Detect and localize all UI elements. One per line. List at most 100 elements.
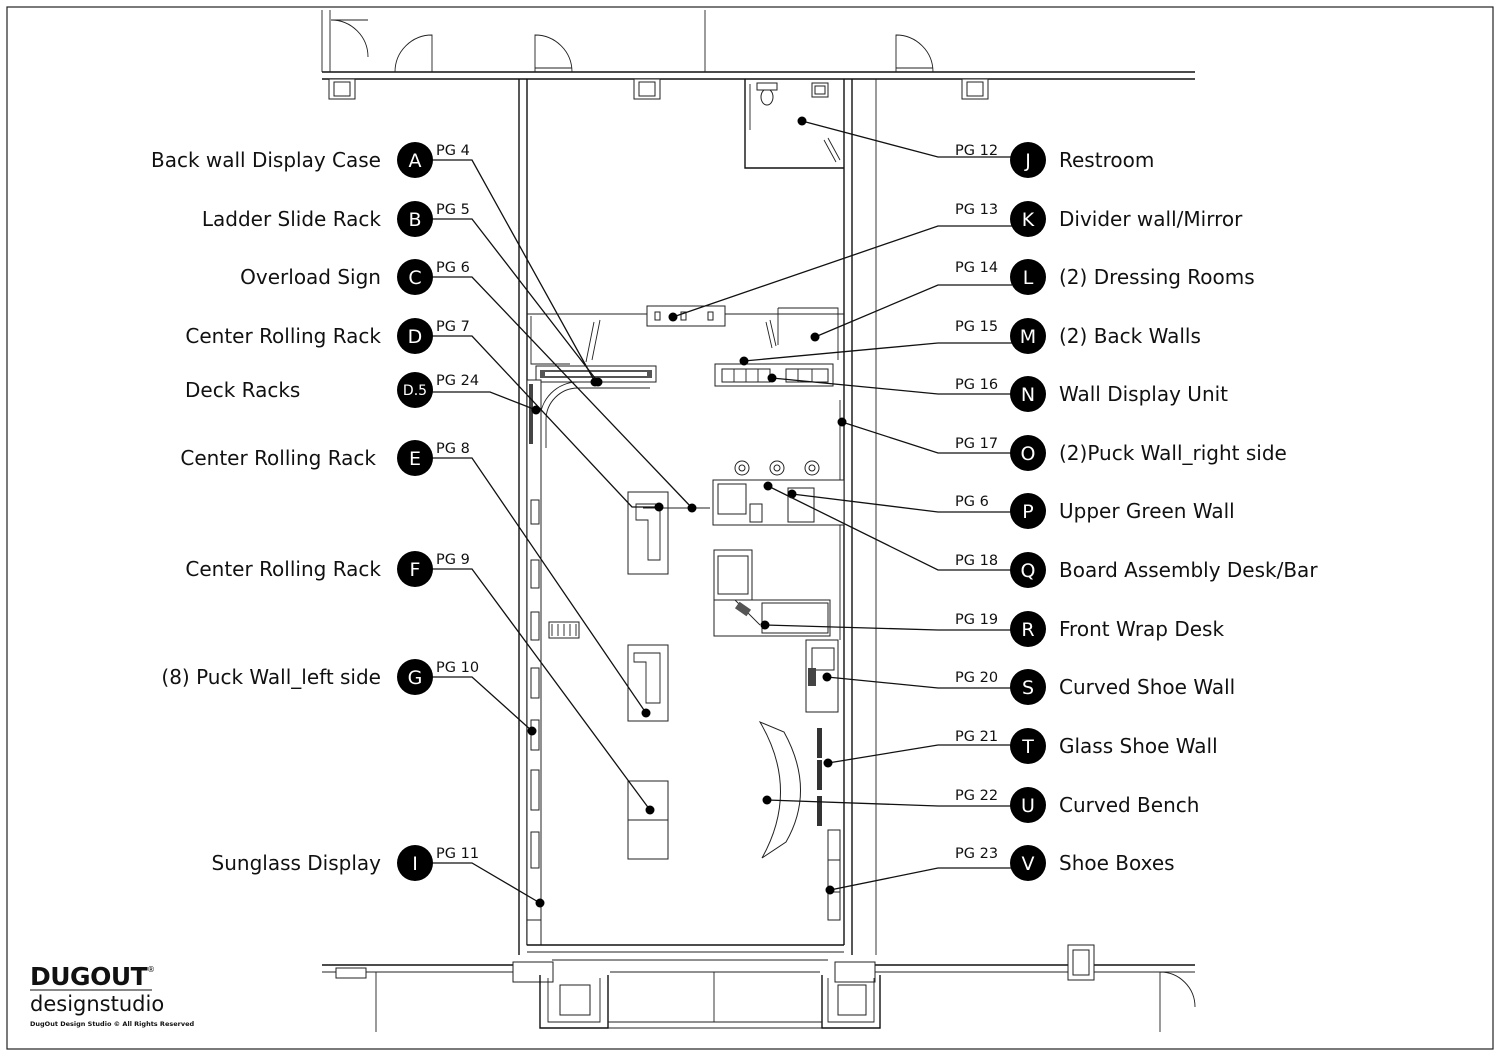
callout-a: A PG 4 Back wall Display Case <box>151 142 470 178</box>
callout-label: Back wall Display Case <box>151 148 381 172</box>
callout-page-ref: PG 12 <box>955 143 998 159</box>
callout-label: Divider wall/Mirror <box>1059 207 1243 231</box>
callout-page-ref: PG 4 <box>436 143 470 159</box>
callout-badge <box>1010 493 1046 529</box>
callout-label: Curved Shoe Wall <box>1059 675 1235 699</box>
target-dot-d <box>654 502 664 512</box>
callout-page-ref: PG 17 <box>955 436 998 452</box>
callout-code: K <box>1022 209 1035 231</box>
architecture-linework <box>321 10 1196 1032</box>
callout-code: U <box>1021 795 1035 817</box>
leader-line-e <box>432 457 647 714</box>
callout-badge <box>1010 376 1046 412</box>
callout-page-ref: PG 5 <box>436 202 470 218</box>
target-dot-c <box>687 503 697 513</box>
callout-o: O PG 17 (2)Puck Wall_right side <box>955 435 1287 471</box>
leader-line-q <box>767 485 1012 571</box>
callout-page-ref: PG 10 <box>436 660 479 676</box>
callout-page-ref: PG 14 <box>955 260 998 276</box>
target-dot-i <box>535 898 545 908</box>
callout-label: Restroom <box>1059 148 1154 172</box>
target-dot-l <box>810 332 820 342</box>
callout-code: L <box>1023 267 1034 289</box>
callout-label: (2) Dressing Rooms <box>1059 265 1255 289</box>
callout-code: A <box>409 150 422 172</box>
callout-badge <box>1010 611 1046 647</box>
callout-badge <box>1010 259 1046 295</box>
callout-code: V <box>1022 853 1035 875</box>
callout-page-ref: PG 13 <box>955 202 998 218</box>
callout-badge <box>397 845 433 881</box>
callout-code: M <box>1020 326 1036 348</box>
leader-line-l <box>814 284 1012 338</box>
callout-badge <box>397 659 433 695</box>
callout-badge <box>397 318 433 354</box>
callout-code: I <box>412 853 418 875</box>
callout-page-ref: PG 20 <box>955 670 998 686</box>
callout-badge <box>1010 845 1046 881</box>
callout-label: (8) Puck Wall_left side <box>161 665 381 689</box>
target-dot-b <box>593 377 603 387</box>
leader-line-j <box>801 120 1012 158</box>
callout-label: Center Rolling Rack <box>185 324 381 348</box>
leader-line-n <box>771 377 1012 395</box>
brand-copyright: DugOut Design Studio © All Rights Reserv… <box>30 1020 194 1028</box>
leader-line-m <box>743 342 1012 362</box>
callout-badge <box>1010 669 1046 705</box>
callout-m: MPG 15(2) Back Walls <box>955 318 1201 354</box>
callout-code: F <box>410 559 421 581</box>
leader-line-r <box>764 624 1012 631</box>
target-dot-u <box>762 795 772 805</box>
callout-code: G <box>408 667 423 689</box>
callout-badge <box>397 259 433 295</box>
callout-badge <box>397 440 433 476</box>
callout-page-ref: PG 6 <box>436 260 470 276</box>
callout-label: (2) Back Walls <box>1059 324 1201 348</box>
callout-v: V PG 23 Shoe Boxes <box>955 845 1175 881</box>
target-dot-o <box>837 417 847 427</box>
leader-line-b <box>432 218 599 383</box>
callout-badge <box>397 142 433 178</box>
callout-badge <box>397 201 433 237</box>
callout-label: (2)Puck Wall_right side <box>1059 441 1287 465</box>
leader-line-i <box>432 862 541 904</box>
callout-code: T <box>1021 736 1034 758</box>
callout-badge <box>1010 201 1046 237</box>
callout-label: Shoe Boxes <box>1059 851 1175 875</box>
target-dot-v <box>825 885 835 895</box>
callout-l: L PG 14 (2) Dressing Rooms <box>955 259 1255 295</box>
callout-code: O <box>1021 443 1036 465</box>
callout-page-ref: PG 9 <box>436 552 470 568</box>
callout-badge <box>1010 787 1046 823</box>
callout-page-ref: PG 18 <box>955 553 998 569</box>
callout-code: D <box>408 326 423 348</box>
callout-code: N <box>1021 384 1035 406</box>
leader-line-c <box>432 276 693 509</box>
leader-line-p <box>791 493 1012 513</box>
target-dot-e <box>641 708 651 718</box>
callout-leader-lines <box>432 116 1012 908</box>
callout-code: R <box>1021 619 1034 641</box>
leader-line-f <box>432 568 651 811</box>
callout-label: Deck Racks <box>185 378 300 402</box>
target-dot-d-5 <box>531 405 541 415</box>
callout-label: Ladder Slide Rack <box>202 207 382 231</box>
leader-line-u <box>766 799 1012 807</box>
callout-badge <box>1010 552 1046 588</box>
brand-logo: DUGOUT ® designstudio DugOut Design Stud… <box>30 962 194 1028</box>
target-dot-n <box>767 373 777 383</box>
target-dot-j <box>797 116 807 126</box>
callout-badge <box>397 372 433 408</box>
callout-page-ref: PG 23 <box>955 846 998 862</box>
